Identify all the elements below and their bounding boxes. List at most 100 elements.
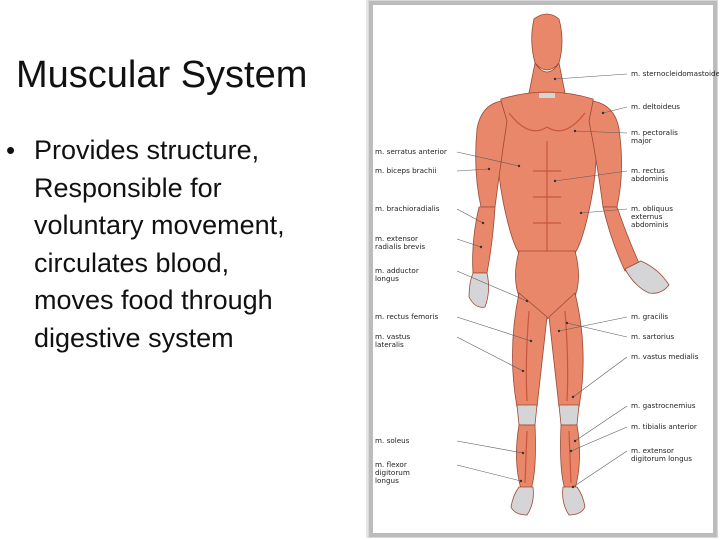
muscle-label: m. pectoralis bbox=[631, 128, 678, 137]
muscle-label: m. adductor bbox=[375, 266, 419, 275]
bullet-item: • Provides structure, Responsible for vo… bbox=[6, 132, 358, 357]
muscle-label: lateralis bbox=[375, 340, 404, 349]
right-knee-shape bbox=[558, 404, 580, 426]
leader-line bbox=[456, 208, 484, 224]
bullet-line: Provides structure, bbox=[34, 135, 260, 165]
leader-dot bbox=[521, 369, 525, 373]
leader-line bbox=[574, 130, 628, 134]
left-foot-shape bbox=[510, 486, 534, 516]
leader-line bbox=[456, 168, 490, 172]
muscle-label: m. extensor bbox=[631, 446, 674, 455]
leader-line bbox=[558, 316, 628, 332]
leader-dot bbox=[601, 111, 605, 115]
leader-dot bbox=[519, 479, 523, 483]
muscle-label: major bbox=[631, 136, 652, 145]
label-leader-lines bbox=[456, 73, 628, 489]
leader-dot bbox=[573, 129, 577, 133]
muscle-label: m. vastus medialis bbox=[631, 352, 699, 361]
left-hand-shape bbox=[468, 272, 489, 308]
bullet-line: voluntary movement, bbox=[34, 210, 285, 240]
leader-line bbox=[456, 464, 522, 482]
muscle-label: longus bbox=[375, 476, 399, 485]
leader-dot bbox=[571, 395, 575, 399]
neck-shape bbox=[528, 61, 566, 94]
bullet-line: Responsible for bbox=[34, 172, 222, 203]
muscle-label: m. gastrocnemius bbox=[631, 401, 696, 410]
leader-line bbox=[574, 405, 628, 442]
pectoral-left bbox=[508, 112, 548, 132]
muscle-label: m. extensor bbox=[375, 234, 418, 243]
leader-dot bbox=[525, 299, 529, 303]
muscle-label: externus bbox=[631, 212, 663, 221]
leader-dot bbox=[479, 245, 483, 249]
leader-line bbox=[456, 151, 520, 167]
shin-left-line bbox=[524, 430, 528, 484]
leader-line bbox=[580, 208, 628, 214]
muscle-label: m. flexor bbox=[375, 460, 407, 469]
leader-dot bbox=[517, 164, 521, 168]
bullet-list: • Provides structure, Responsible for vo… bbox=[6, 132, 358, 357]
slide-title: Muscular System bbox=[16, 54, 308, 96]
leader-dot bbox=[553, 77, 557, 81]
muscle-label: m. serratus anterior bbox=[375, 147, 447, 156]
left-upper-arm-shape bbox=[475, 100, 508, 208]
muscle-label: m. obliquus bbox=[631, 204, 673, 213]
shin-right-line bbox=[568, 430, 572, 484]
muscle-label: m. tibialis anterior bbox=[631, 422, 697, 431]
leader-line bbox=[566, 322, 628, 338]
muscle-label: abdominis bbox=[631, 220, 668, 229]
muscle-label: m. soleus bbox=[375, 436, 410, 445]
leader-line bbox=[456, 238, 482, 248]
muscle-label: longus bbox=[375, 274, 399, 283]
head-shape bbox=[531, 13, 563, 71]
leader-line bbox=[456, 270, 528, 302]
muscle-label: m. gracilis bbox=[631, 312, 668, 321]
muscle-label: m. sternocleidomastoideus bbox=[631, 69, 719, 78]
bullet-line: digestive system bbox=[34, 322, 234, 353]
muscle-label: m. vastus bbox=[375, 332, 410, 341]
muscle-label: m. sartorius bbox=[631, 332, 674, 341]
leader-dot bbox=[569, 449, 573, 453]
leader-dot bbox=[529, 339, 533, 343]
leader-dot bbox=[521, 451, 525, 455]
leader-dot bbox=[579, 211, 583, 215]
muscle-label: digitorum longus bbox=[631, 454, 692, 463]
muscle-anatomy-figure: m. serratus anterior m. biceps brachii m. … bbox=[375, 13, 719, 516]
muscle-label: radialis brevis bbox=[375, 242, 425, 251]
body-illustration bbox=[468, 13, 670, 516]
leader-dot bbox=[487, 167, 491, 171]
bullet-line: circulates blood, bbox=[34, 247, 230, 278]
leader-dot bbox=[573, 439, 577, 443]
muscle-label: m. biceps brachii bbox=[375, 166, 437, 175]
leader-dot bbox=[565, 321, 569, 325]
leader-dot bbox=[557, 329, 561, 333]
muscle-label: m. deltoideus bbox=[631, 102, 680, 111]
leader-dot bbox=[553, 179, 557, 183]
bullet-line: moves food through bbox=[34, 285, 273, 315]
bullet-symbol: • bbox=[6, 135, 16, 165]
left-forearm-shape bbox=[472, 206, 496, 274]
left-knee-shape bbox=[516, 404, 538, 426]
clavicle-tendon bbox=[539, 93, 555, 98]
leader-line bbox=[602, 106, 628, 114]
right-upper-arm-shape bbox=[588, 100, 622, 208]
leader-line bbox=[456, 316, 532, 342]
leader-line bbox=[570, 426, 628, 452]
leader-dot bbox=[571, 485, 575, 489]
leader-dot bbox=[481, 221, 485, 225]
right-hand-shape bbox=[624, 260, 670, 294]
leader-line bbox=[554, 73, 628, 80]
right-foot-shape bbox=[562, 486, 586, 516]
muscle-label: digitorum bbox=[375, 468, 410, 477]
thigh-right-line bbox=[564, 310, 569, 402]
anatomy-figure-frame: m. serratus anterior m. biceps brachii m. … bbox=[368, 0, 719, 538]
muscle-label: m. rectus femoris bbox=[375, 312, 438, 321]
muscle-labels: m. serratus anterior m. biceps brachii m. … bbox=[375, 69, 719, 485]
muscle-label: m. rectus bbox=[631, 166, 665, 175]
leader-line bbox=[572, 450, 628, 488]
leader-line bbox=[554, 170, 628, 182]
muscle-label: abdominis bbox=[631, 174, 668, 183]
thigh-left-line bbox=[525, 310, 530, 402]
leader-line bbox=[572, 356, 628, 398]
muscle-label: m. brachioradialis bbox=[375, 204, 440, 213]
